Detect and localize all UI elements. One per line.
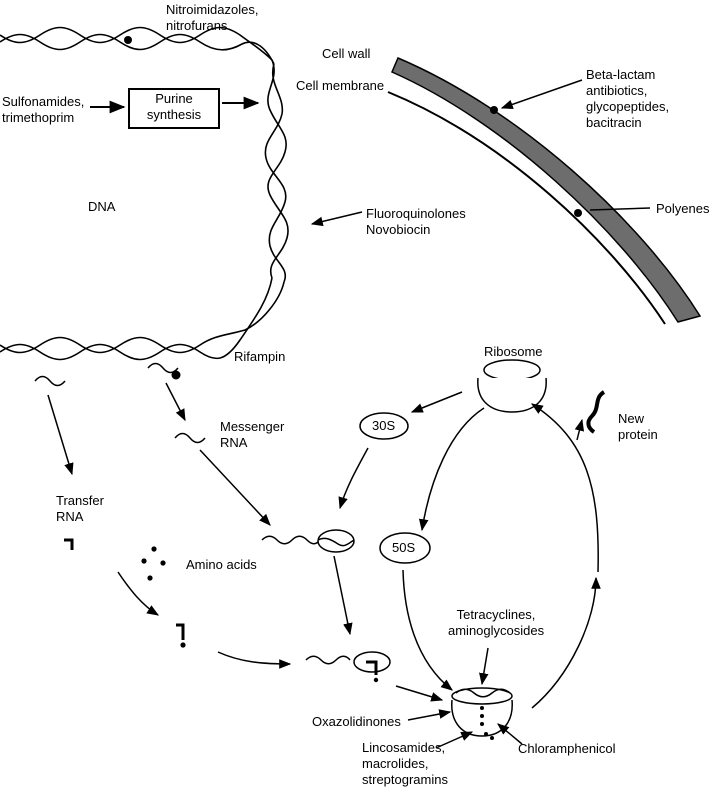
amino-acid-dot-2 [141, 558, 147, 564]
arrow-new-protein [574, 418, 585, 441]
rna-squiggle-rifampin [147, 362, 179, 374]
label-fluoroquinolones: Fluoroquinolones Novobiocin [366, 206, 466, 237]
label-sulfonamides: Sulfonamides, trimethoprim [2, 94, 85, 125]
amino-acid-dot-1 [151, 546, 157, 552]
label-beta-lactam: Beta-lactam antibiotics, glycopeptides, … [586, 67, 670, 130]
trna-in-complex [366, 660, 378, 675]
arrow-chloramphenicol [497, 723, 523, 745]
label-cell-wall: Cell wall [322, 46, 371, 61]
rna-squiggle-left [34, 375, 66, 387]
arrow-to-70s [395, 685, 444, 702]
label-polyenes: Polyenes [656, 201, 710, 216]
arrow-trna-to-charged [117, 571, 160, 616]
label-chloramphenicol: Chloramphenicol [518, 741, 616, 756]
initiation-complex [317, 529, 355, 553]
peptide-dot-2 [480, 714, 484, 718]
ribosome-small-subunit [483, 359, 541, 381]
cell-wall [391, 57, 702, 323]
arrow-oxazolidinones [407, 709, 452, 721]
arrow-complex-down [333, 555, 353, 636]
peptide-dot-1 [480, 706, 484, 710]
label-amino-acids: Amino acids [186, 557, 257, 572]
amino-acid-dot-4 [147, 575, 153, 581]
arrow-mrna-to-30s [199, 449, 271, 526]
rifampin-dot [171, 370, 181, 380]
peptide-dot-5 [490, 736, 494, 740]
dna-strand-right-2 [264, 63, 287, 283]
new-protein-squiggle [586, 390, 606, 434]
arrow-30s-down [338, 447, 369, 510]
label-nitroimidazoles: Nitroimidazoles, nitrofurans [166, 2, 259, 33]
arrow-to-mrna [165, 382, 186, 422]
nitroimidazole-target-dot [124, 36, 132, 44]
label-rifampin: Rifampin [234, 349, 286, 364]
arrow-50s-down [402, 569, 453, 691]
arrow-to-30s [410, 391, 463, 413]
arrow-charged-to-complex [217, 651, 292, 669]
arrow-70s-to-new [531, 576, 601, 709]
peptide-dot-4 [484, 732, 488, 736]
arrow-fluoroquinolones [310, 211, 363, 227]
dna-strand-bottom-2 [0, 281, 285, 354]
label-lincosamides: Lincosamides, macrolides, streptogramins [362, 740, 448, 787]
dna-strand-bottom-1 [0, 277, 273, 361]
dna-strand-top-1 [0, 26, 273, 61]
cell-membrane-line [387, 91, 666, 325]
trna-glyph [64, 538, 74, 550]
arrow-beta-lactam [500, 79, 583, 109]
subunit-50s [379, 532, 431, 564]
line-polyenes [589, 207, 651, 211]
label-cell-membrane: Cell membrane [296, 78, 385, 93]
label-new-protein: New protein [618, 411, 658, 442]
mrna-on-70s [455, 688, 511, 698]
label-oxazolidinones: Oxazolidinones [312, 714, 401, 729]
beta-lactam-dot [490, 106, 498, 114]
label-ribosome: Ribosome [484, 344, 543, 359]
label-50s: 50S [392, 540, 416, 555]
label-messenger-rna: Messenger RNA [220, 419, 285, 450]
dna-strand-right [267, 59, 289, 279]
subunit-30s [359, 412, 409, 440]
charged-trna [176, 623, 185, 640]
label-tetracyclines: Tetracyclines, aminoglycosides [448, 607, 545, 638]
arrow-to-ribosome [530, 403, 599, 573]
label-dna: DNA [88, 199, 116, 214]
amino-acid-dot-3 [160, 560, 166, 566]
mrna-squiggle [174, 432, 206, 444]
trna-in-complex-dot [373, 677, 379, 683]
ribosome-large-subunit [477, 377, 547, 413]
purine-synthesis-box: Purine synthesis [128, 88, 220, 129]
polyenes-dot [574, 209, 582, 217]
label-transfer-rna: Transfer RNA [56, 493, 104, 524]
label-30s: 30S [372, 418, 396, 433]
mrna-70s-squiggle [305, 655, 351, 665]
arrow-to-50s [418, 407, 485, 532]
charged-trna-dot [180, 642, 186, 648]
mrna-30s-squiggle [261, 535, 321, 545]
mrna-in-complex [317, 537, 355, 547]
arrow-tetracyclines [479, 647, 489, 686]
arrow-to-trna [47, 394, 74, 476]
arrow-lincosamides [435, 731, 474, 749]
dna-strand-top-2 [0, 33, 275, 65]
peptide-dot-3 [480, 722, 484, 726]
